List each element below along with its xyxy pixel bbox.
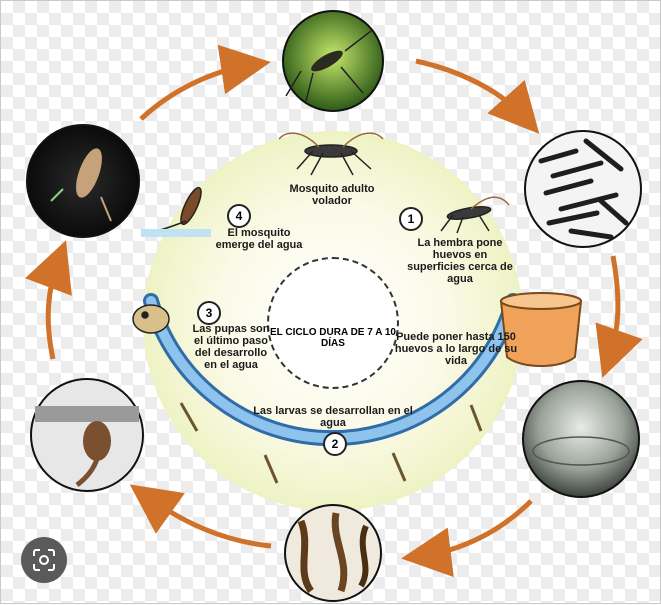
arrow-eggs-to-water — [609, 256, 618, 359]
adult-label: Mosquito adulto volador — [277, 183, 387, 207]
arrow-pupa-to-emerge — [48, 259, 59, 359]
google-lens-icon — [31, 547, 57, 573]
cycle-duration-label: EL CICLO DURA DE 7 A 10 DÍAS — [269, 327, 397, 349]
step-3-label: Las pupas son el último paso del desarro… — [191, 323, 271, 371]
arrow-water-to-larvae — [421, 501, 531, 556]
google-lens-button[interactable] — [21, 537, 67, 583]
pupa-illustration — [133, 305, 169, 333]
larvae-photo — [285, 505, 381, 601]
step-4-label: El mosquito emerge del agua — [209, 227, 309, 251]
step-3-badge: 3 — [197, 301, 221, 325]
step-2-badge: 2 — [323, 432, 347, 456]
arrow-larvae-to-pupa — [146, 496, 271, 546]
step-1-badge: 1 — [399, 207, 423, 231]
emerging-mosquito-photo — [27, 125, 139, 237]
arrow-pupa-to-adult — [141, 65, 251, 119]
center-circle: EL CICLO DURA DE 7 A 10 DÍAS — [267, 257, 399, 389]
step-2-label: Las larvas se desarrollan en el agua — [253, 405, 413, 429]
step-4-badge: 4 — [227, 204, 251, 228]
step-1-label: La hembra pone huevos en superficies cer… — [407, 237, 513, 285]
pupa-photo — [31, 379, 143, 491]
arrow-adult-to-eggs — [416, 61, 526, 119]
adult-mosquito-photo — [283, 11, 383, 111]
eggs-photo — [525, 131, 641, 247]
eggs-note-label: Puede poner hasta 150 huevos a lo largo … — [393, 331, 519, 367]
water-container-photo — [523, 381, 639, 497]
